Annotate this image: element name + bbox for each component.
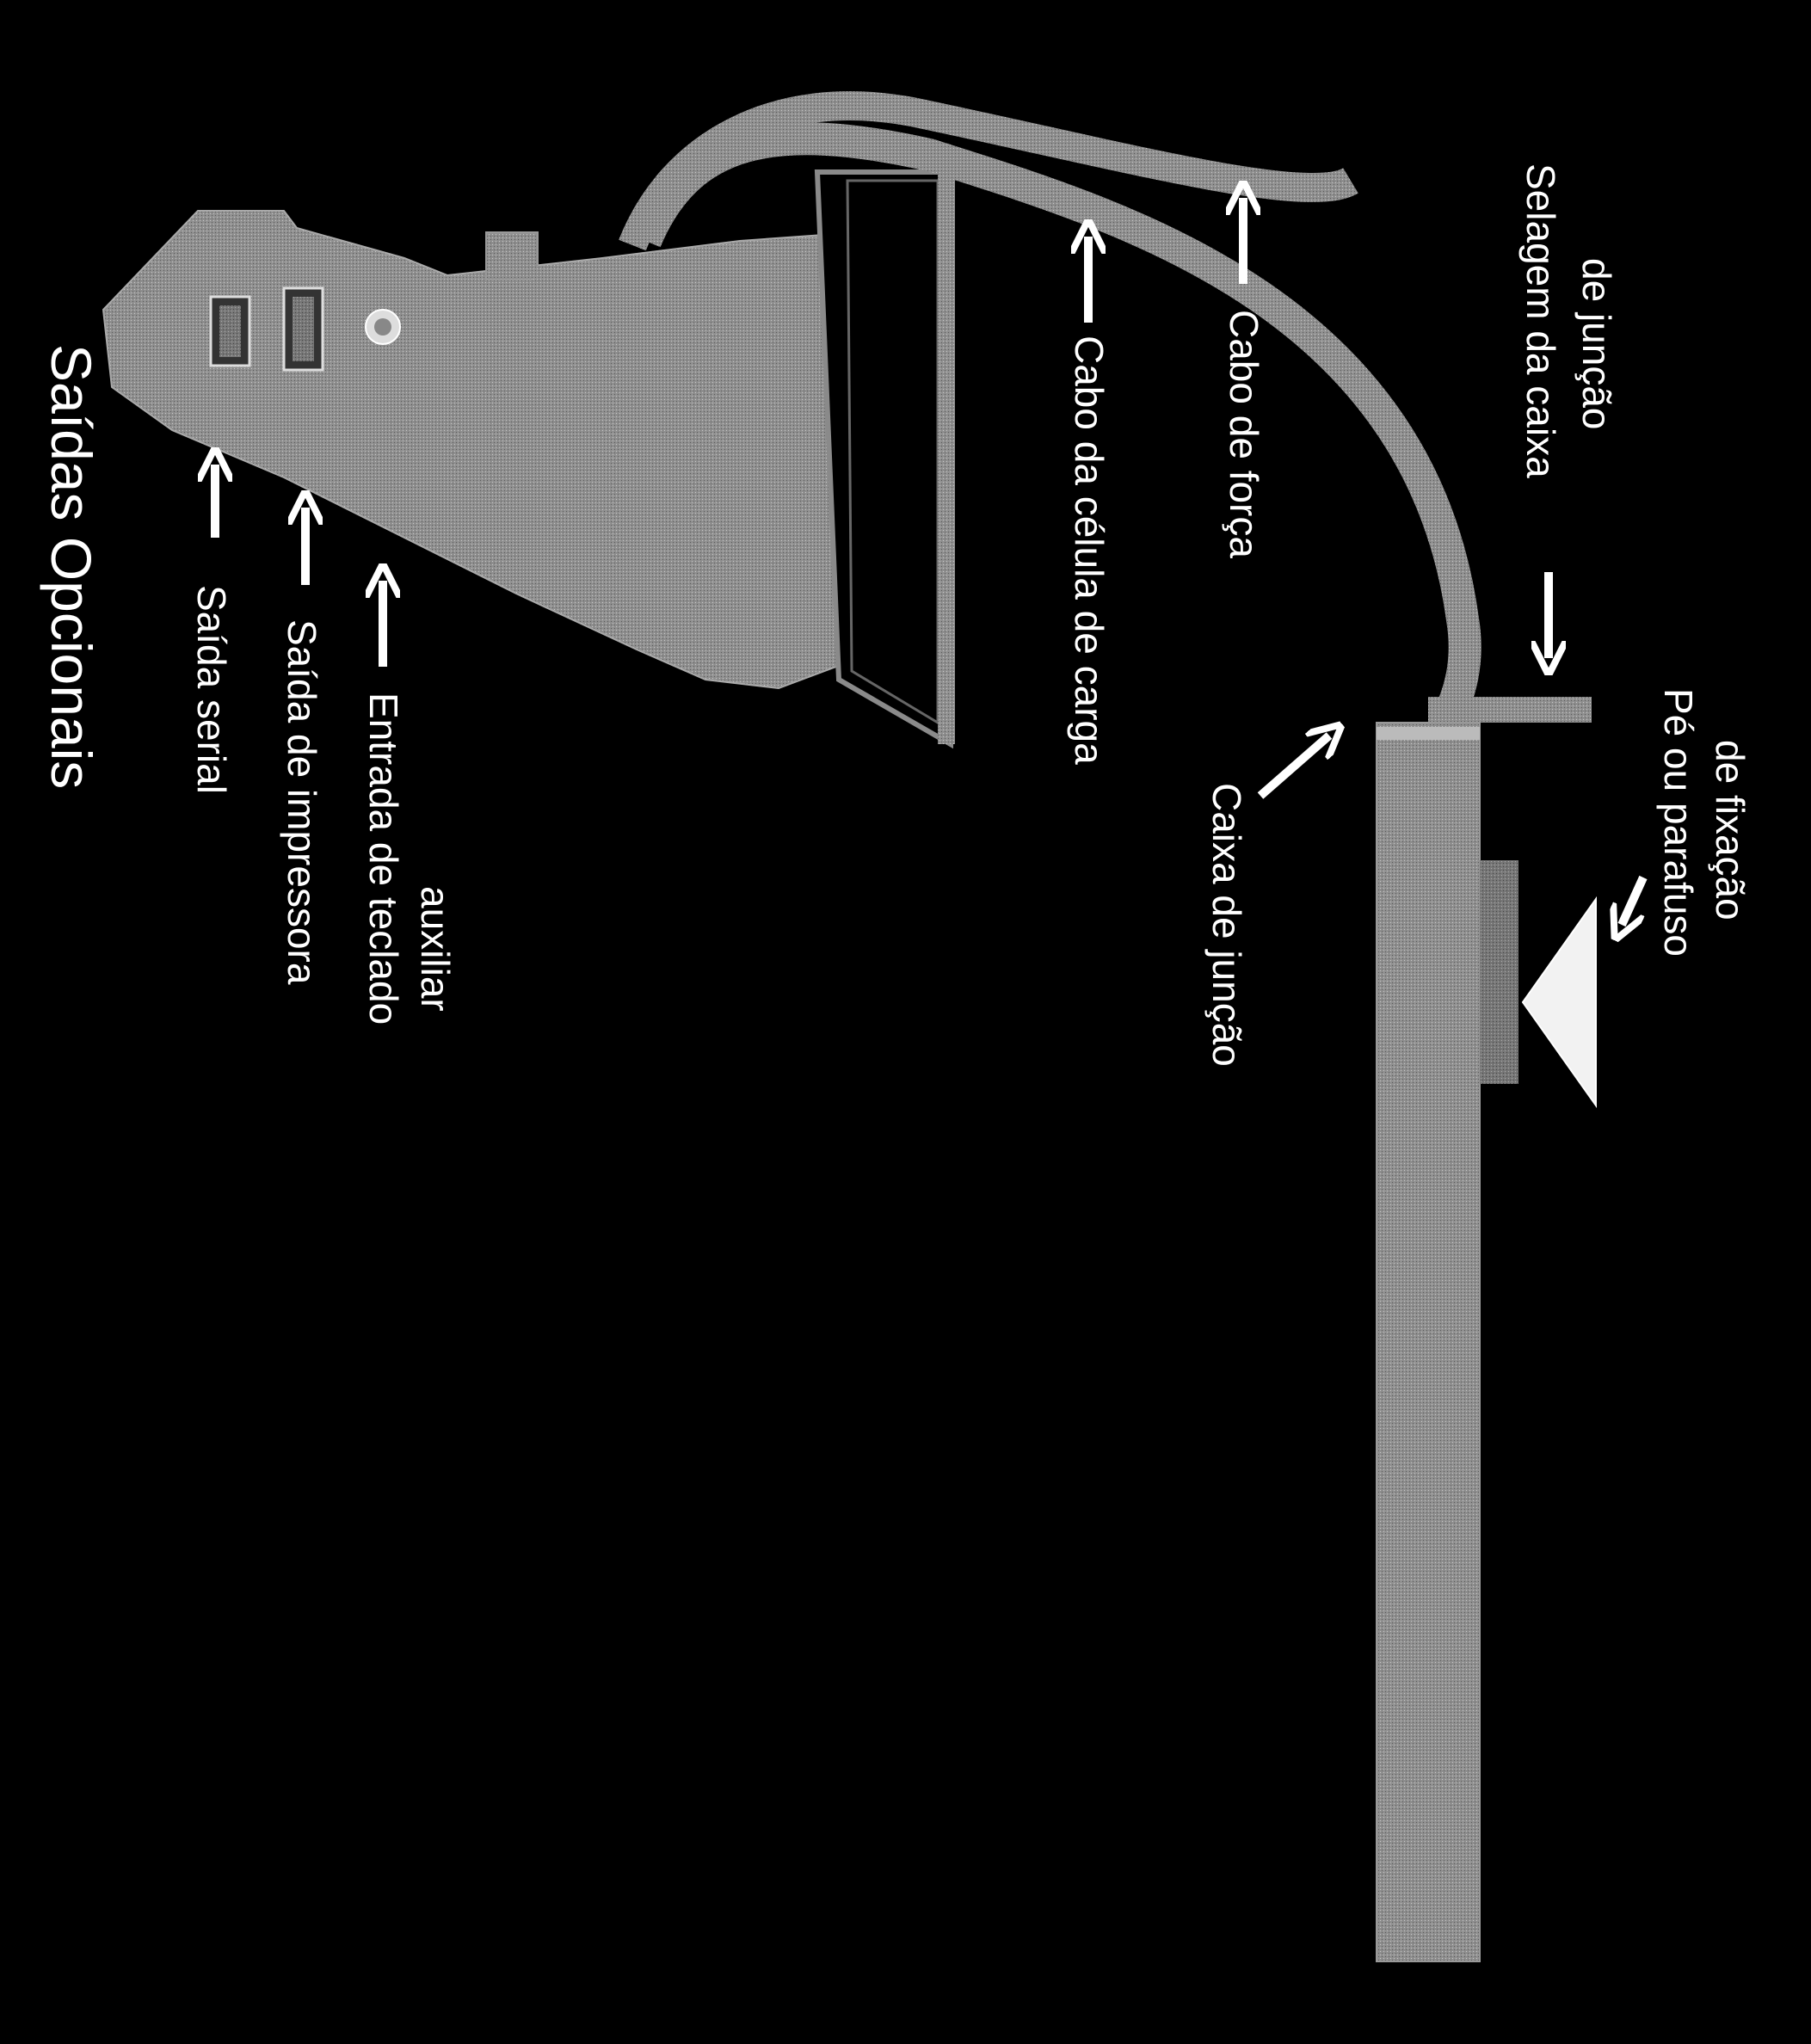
junction-seal (1428, 697, 1592, 723)
printer-out-label: Saída de impressora (280, 619, 324, 985)
diagram-title: Saídas Opcionais (40, 344, 103, 789)
load-cell-cable-label: Cabo da célula de carga (1067, 336, 1112, 765)
load-cell-cable (630, 122, 1481, 730)
aux-keyboard-label-line1: Entrada de teclado (361, 693, 406, 1025)
foot-icon (1521, 896, 1597, 1109)
junction-seal-label-line1: Selagem da caixa (1518, 163, 1563, 478)
junction-box-arrow-icon (1257, 736, 1329, 799)
power-cable-label: Cabo de força (1222, 310, 1266, 558)
foot-label-line2: de fixação (1708, 740, 1752, 920)
foot-label-line1: Pé ou parafuso (1656, 688, 1701, 957)
junction-seal-label-line2: de junção (1574, 258, 1619, 430)
foot-arrow-icon (1622, 875, 1648, 925)
serial-out-label: Saída serial (189, 585, 234, 794)
junction-box-label: Caixa de junção (1204, 783, 1249, 1067)
aux-keyboard-label-line2: auxiliar (413, 886, 458, 1012)
pole (1376, 722, 1481, 1962)
